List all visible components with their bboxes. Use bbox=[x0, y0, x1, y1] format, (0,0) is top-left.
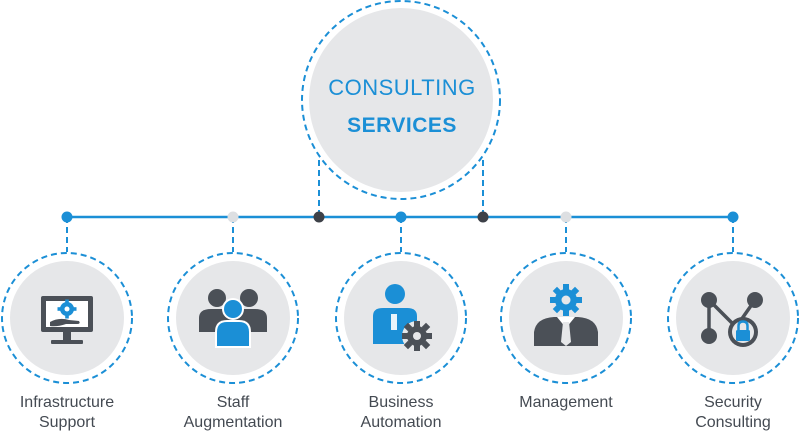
bus-node-hub-right bbox=[477, 211, 489, 223]
bus-node-3 bbox=[395, 211, 407, 223]
label-line: Augmentation bbox=[183, 414, 283, 431]
bus-node-5 bbox=[727, 211, 739, 223]
bus-node-4 bbox=[560, 211, 572, 223]
person-gear-icon bbox=[373, 284, 432, 351]
label-line: Security bbox=[704, 394, 762, 411]
hub-outer-ring bbox=[301, 0, 501, 200]
hub-title-line2: SERVICES bbox=[347, 114, 457, 137]
bus-node-1 bbox=[61, 211, 73, 223]
label-line: Support bbox=[38, 414, 96, 431]
network-lock-icon bbox=[701, 292, 763, 347]
bus-node-2 bbox=[227, 211, 239, 223]
service-label-security-consulting: Security Consulting bbox=[653, 393, 802, 433]
service-circle-5 bbox=[667, 252, 799, 384]
hub-circle bbox=[309, 8, 493, 192]
label-line: Business bbox=[368, 394, 434, 411]
label-line: Automation bbox=[360, 414, 442, 431]
monitor-gear-icon bbox=[41, 296, 93, 344]
label-line: Consulting bbox=[695, 414, 771, 431]
label-line: Management bbox=[519, 394, 613, 411]
service-label-management: Management bbox=[486, 393, 646, 413]
label-line: Infrastructure bbox=[19, 394, 115, 411]
hub-title-line1: CONSULTING bbox=[328, 75, 476, 100]
service-label-staff-augmentation: Staff Augmentation bbox=[153, 393, 313, 433]
service-drops bbox=[66, 217, 734, 252]
service-label-infrastructure-support: Infrastructure Support bbox=[0, 393, 147, 433]
bus-node-hub-left bbox=[313, 211, 325, 223]
label-line: Staff bbox=[216, 394, 250, 411]
service-label-business-automation: Business Automation bbox=[321, 393, 481, 433]
team-group-icon bbox=[199, 289, 267, 348]
